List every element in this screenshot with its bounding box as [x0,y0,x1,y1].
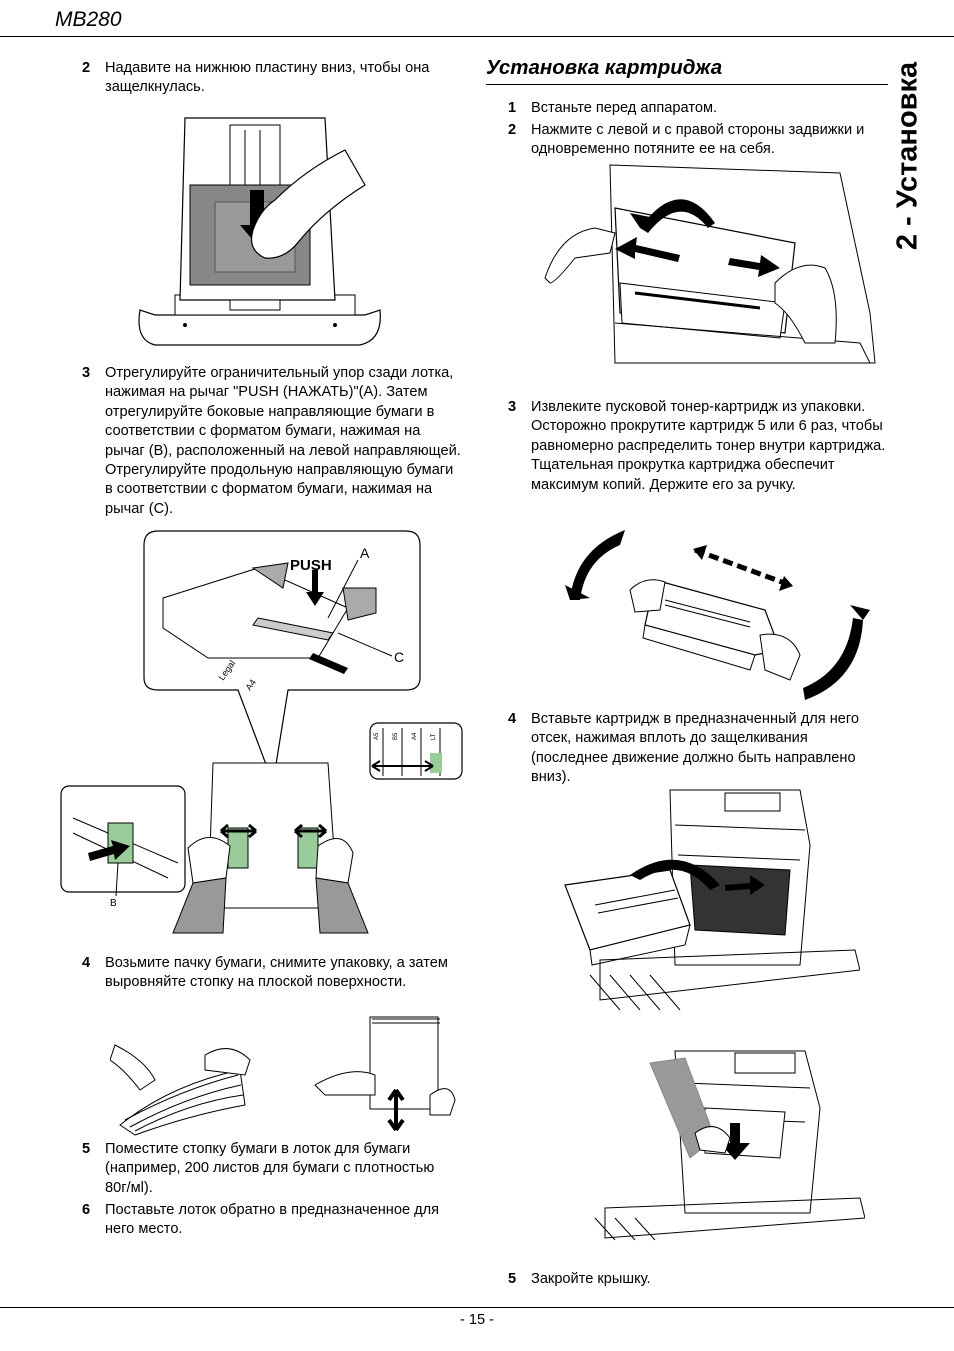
chapter-side-tab-label: 2 - Установка [891,61,924,250]
step-text: Поставьте лоток обратно в предназначенно… [105,1202,440,1238]
step-text: Надавите на нижнюю пластину вниз, чтобы … [105,60,430,96]
right-step-2: 2 Нажмите с левой и с правой стороны зад… [508,121,888,161]
open-cover-illustration [544,164,876,364]
right-step-1: 1 Встаньте перед аппаратом. [508,99,888,119]
right-step-5: 5 Закройте крышку. [508,1270,888,1290]
step-number: 4 [82,955,91,971]
scale-mark: B5 [393,732,399,740]
step-text: Отрегулируйте ограничительный упор сзади… [105,365,461,517]
step-text: Встаньте перед аппаратом. [531,100,718,116]
label-a: A [360,545,370,561]
header-rule [0,36,954,37]
section-rule [486,84,888,85]
step-number: 3 [508,399,517,415]
step-text: Возьмите пачку бумаги, снимите упаковку,… [105,955,448,991]
step-number: 1 [508,100,517,116]
left-step-3: 3 Отрегулируйте ограничительный упор сза… [82,364,462,520]
footer-rule [0,1307,954,1308]
step-text: Извлеките пусковой тонер-картридж из упа… [531,399,886,493]
header-model: MB280 [55,8,122,31]
section-title: Установка картриджа [486,56,723,79]
press-cartridge-illustration [594,1050,865,1241]
step-number: 4 [508,711,517,727]
scale-mark: A4 [412,732,418,740]
scale-mark: A5 [374,732,380,740]
right-step-4: 4 Вставьте картридж в предназначенный дл… [508,710,888,790]
step-text: Закройте крышку. [531,1271,651,1287]
step-number: 2 [508,122,517,138]
step-number: 6 [82,1202,91,1218]
step-number: 5 [508,1271,517,1287]
shake-cartridge-illustration [565,530,870,700]
push-label: PUSH [290,557,332,574]
step-number: 2 [82,60,91,76]
paper-stack-illustration [110,1016,456,1136]
step-text: Вставьте картридж в предназначенный для … [531,711,859,786]
step-text: Нажмите с левой и с правой стороны задви… [531,122,865,158]
insert-cartridge-illustration [564,789,860,1010]
step-number: 5 [82,1141,91,1157]
step-number: 3 [82,365,91,381]
left-step-6: 6 Поставьте лоток обратно в предназначен… [82,1201,462,1241]
label-b: B [110,898,117,909]
left-step-2: 2 Надавите на нижнюю пластину вниз, чтоб… [82,59,462,99]
label-c: C [394,649,404,665]
left-step-5: 5 Поместите стопку бумаги в лоток для бу… [82,1140,462,1200]
left-step-4: 4 Возьмите пачку бумаги, снимите упаковк… [82,954,462,1014]
scale-mark: LT [431,733,437,740]
right-step-3: 3 Извлеките пусковой тонер-картридж из у… [508,398,888,518]
step-text: Поместите стопку бумаги в лоток для бума… [105,1141,435,1196]
tray-plate-illustration [138,117,381,346]
page-number: - 15 - [459,1312,495,1328]
